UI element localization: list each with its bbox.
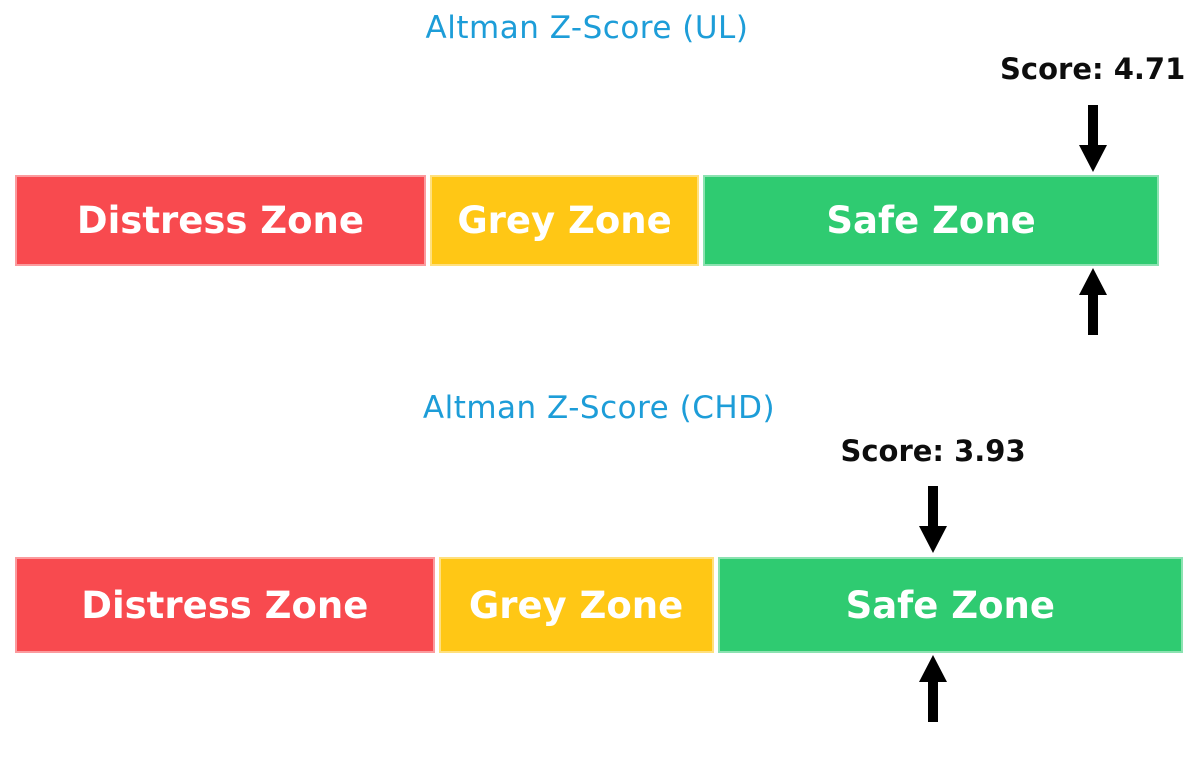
- zone-label-safe: Safe Zone: [826, 199, 1036, 242]
- score-label-chd: Score: 3.93: [840, 434, 1026, 468]
- zone-bar-chd: Distress Zone Grey Zone Safe Zone: [15, 557, 1183, 653]
- zscore-chart-chd: Altman Z-Score (CHD) Score: 3.93 Distres…: [15, 378, 1183, 766]
- chart-title-chd: Altman Z-Score (CHD): [422, 390, 776, 426]
- chart-title-ul: Altman Z-Score (UL): [425, 10, 749, 46]
- arrow-up-icon: [919, 655, 948, 722]
- zscore-chart-ul: Altman Z-Score (UL) Score: 4.71 Distress…: [15, 0, 1185, 340]
- arrow-down-icon: [1078, 105, 1107, 172]
- zone-safe: Safe Zone: [717, 557, 1183, 653]
- zone-distress: Distress Zone: [15, 175, 426, 266]
- zone-label-grey: Grey Zone: [457, 199, 672, 242]
- zone-label-safe: Safe Zone: [845, 583, 1055, 627]
- arrow-down-icon: [919, 486, 948, 553]
- zone-grey: Grey Zone: [438, 557, 714, 653]
- zone-label-grey: Grey Zone: [468, 583, 684, 627]
- zone-safe: Safe Zone: [703, 175, 1159, 266]
- zone-grey: Grey Zone: [429, 175, 700, 266]
- zone-distress: Distress Zone: [15, 557, 435, 653]
- arrow-up-icon: [1078, 268, 1107, 335]
- zone-label-distress: Distress Zone: [76, 199, 364, 242]
- zone-label-distress: Distress Zone: [81, 583, 369, 627]
- score-label-ul: Score: 4.71: [1000, 52, 1186, 86]
- zone-bar-ul: Distress Zone Grey Zone Safe Zone: [15, 175, 1159, 266]
